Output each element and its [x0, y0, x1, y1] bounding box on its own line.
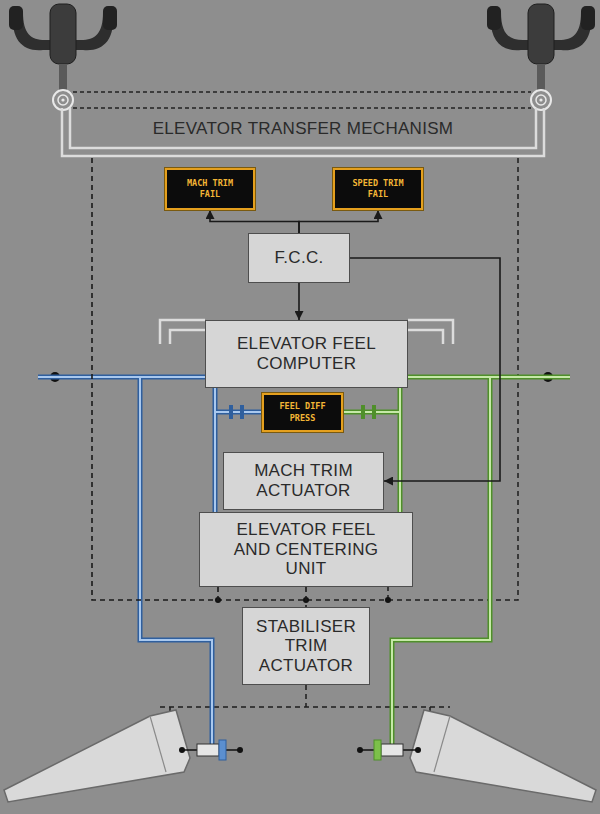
actuator-piston	[219, 740, 226, 760]
yoke-grip	[487, 6, 501, 30]
hydraulic-line	[215, 410, 262, 415]
box-label: FEEL DIFF PRESS	[276, 401, 330, 424]
pivot-dot	[179, 747, 185, 753]
actuator-box: STABILISER TRIM ACTUATOR	[242, 607, 370, 685]
warning-annunciator: SPEED TRIM FAIL	[333, 168, 423, 210]
hydraulic-line	[215, 411, 262, 413]
warning-annunciator: FEEL DIFF PRESS	[262, 393, 343, 432]
bracket-wing	[170, 330, 205, 344]
signal-line	[210, 210, 299, 233]
band-outline	[70, 108, 536, 148]
pipe-coupling	[229, 405, 233, 419]
hydraulic-line	[399, 388, 401, 512]
hydraulic-line	[343, 411, 400, 413]
transfer-mechanism-band: ELEVATOR TRANSFER MECHANISM	[58, 112, 548, 158]
yoke-grip	[581, 6, 595, 30]
box-label: F.C.C.	[274, 248, 323, 268]
junction-dot	[50, 372, 553, 603]
pulley-ring	[536, 95, 546, 105]
hydraulic-line	[398, 388, 403, 512]
pivot-dot	[415, 747, 421, 753]
pivot-dot	[357, 747, 363, 753]
box-label: SPEED TRIM FAIL	[351, 178, 405, 201]
box-label: MACH TRIM FAIL	[183, 178, 237, 201]
hinge-line	[150, 716, 166, 772]
pulley-hub	[539, 98, 542, 101]
hydraulic-line	[214, 388, 216, 512]
pulley-ring	[58, 95, 68, 105]
yoke-shaft	[59, 64, 67, 90]
elevator-surface	[4, 710, 596, 802]
yoke-grip	[103, 6, 117, 30]
box-label: STABILISER TRIM ACTUATOR	[251, 617, 361, 676]
pulley-symbol	[53, 90, 551, 110]
box-label: ELEVATOR TRANSFER MECHANISM	[153, 119, 454, 139]
yoke-column	[528, 4, 554, 64]
band-outline	[62, 108, 544, 156]
yoke-grip	[9, 6, 23, 30]
bracket-wing	[408, 320, 453, 344]
signal-line	[298, 283, 300, 320]
actuator-piston	[374, 740, 381, 760]
hydraulic-line	[213, 388, 218, 512]
computer-box: F.C.C.	[248, 233, 350, 283]
box-label: ELEVATOR FEEL COMPUTER	[214, 334, 399, 373]
linkage-line	[160, 706, 450, 708]
linkage-line	[305, 587, 307, 607]
pipe-coupling	[361, 405, 365, 419]
pulley-hub	[61, 98, 64, 101]
hydraulic-line	[343, 410, 400, 415]
actuator-body	[381, 744, 403, 756]
linkage-line	[305, 685, 307, 707]
pipe-coupling	[240, 405, 244, 419]
yoke-shaft	[537, 64, 545, 90]
hinge-line	[434, 716, 450, 772]
pulley-ring	[531, 90, 551, 110]
control-yoke	[487, 4, 595, 90]
hydraulic-line	[38, 376, 205, 378]
actuator-body	[197, 744, 219, 756]
left-elevator	[4, 710, 190, 802]
pulley-ring	[53, 90, 73, 110]
box-label: ELEVATOR FEEL AND CENTERING UNIT	[226, 520, 386, 579]
bracket-wing	[408, 330, 443, 344]
warning-annunciator: MACH TRIM FAIL	[165, 168, 255, 210]
cable-line	[73, 91, 531, 92]
unit-box: ELEVATOR FEEL AND CENTERING UNIT	[199, 512, 413, 587]
yoke-column	[50, 4, 76, 64]
control-yoke	[9, 4, 117, 90]
elevator-actuator	[179, 740, 421, 760]
bracket-wing	[160, 320, 205, 344]
pivot-dot	[237, 747, 243, 753]
junction-dot	[385, 597, 391, 603]
signal-line	[299, 210, 378, 233]
box-label: MACH TRIM ACTUATOR	[232, 461, 375, 500]
computer-box: ELEVATOR FEEL COMPUTER	[205, 320, 408, 388]
pipe-coupling	[372, 405, 376, 419]
right-elevator	[410, 710, 596, 802]
hydraulic-line	[38, 375, 205, 380]
actuator-box: MACH TRIM ACTUATOR	[223, 452, 384, 510]
cable-line	[73, 107, 531, 108]
